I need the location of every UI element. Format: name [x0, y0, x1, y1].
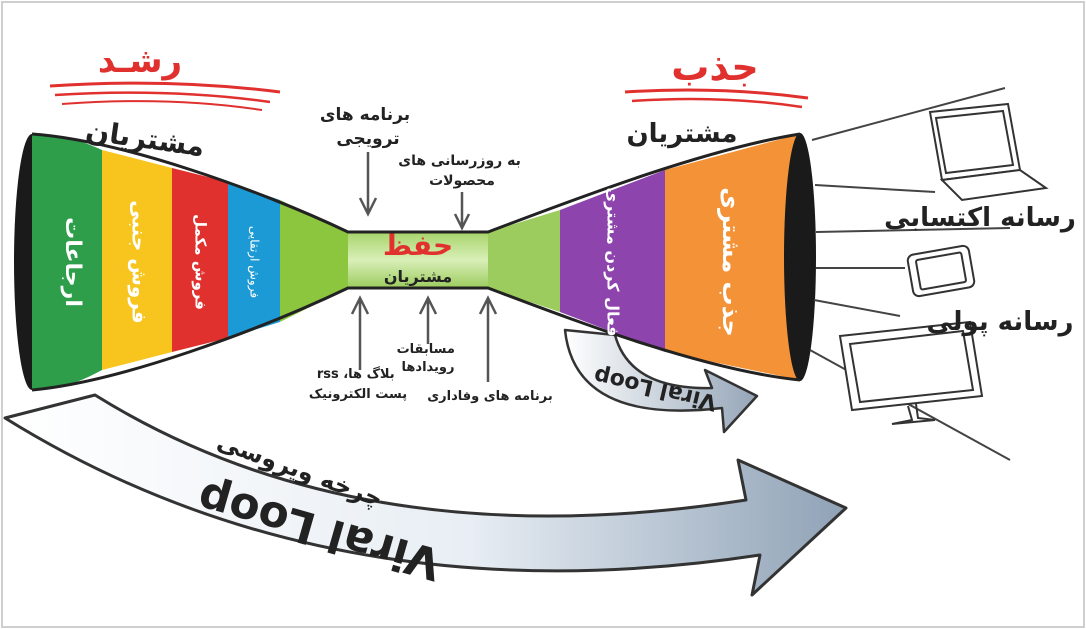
top-annotation-promotions-line2: ترویجی — [336, 129, 399, 149]
arrow-up-icon — [478, 295, 498, 382]
top-annotation-promotions-line1: برنامه های — [320, 105, 410, 125]
funnel-band-cross-sell — [102, 150, 172, 370]
bottom-annotation-blogs: rss ،بلاگ ها پست الکترونیک — [309, 365, 407, 402]
media-lines — [809, 87, 1011, 461]
earned-media-label: رسانه اکتسابی — [884, 203, 1076, 233]
band-label-acquisition: جذب مشتری — [717, 187, 745, 337]
small-viral-loop-arrow — [563, 328, 759, 434]
band-label-complementary-sale: فروش مکمل — [192, 214, 210, 310]
top-annotation-product-updates: به روزرسانی های محصولات — [398, 153, 526, 189]
right-funnel-mouth — [784, 133, 816, 381]
tablet-icon — [906, 244, 976, 298]
monitor-icon — [838, 320, 984, 425]
right-heading-underline — [624, 88, 809, 100]
funnel-band-transition-right — [488, 210, 560, 312]
arrow-down-icon — [358, 152, 378, 217]
right-heading: جذب — [671, 45, 759, 89]
band-label-cross-sell: فروش جنبی — [128, 200, 152, 324]
right-subheading: مشتریان — [626, 119, 737, 149]
left-heading-underline — [49, 81, 281, 94]
arrow-up-icon — [350, 295, 370, 370]
center-subheading: مشتریان — [384, 267, 452, 286]
funnel-band-transition-left — [280, 200, 348, 322]
arrow-down-icon — [453, 192, 471, 231]
arrow-up-icon — [418, 295, 438, 344]
laptop-icon — [928, 102, 1049, 202]
funnel-band-upsell — [228, 182, 280, 338]
funnel-band-activation — [560, 170, 665, 352]
top-annotation-promotions: برنامه های ترویجی — [320, 105, 416, 149]
center-heading: حفظ — [383, 229, 453, 262]
big-viral-loop-arrow — [3, 393, 848, 597]
left-heading: رشـد — [98, 41, 182, 81]
funnel-neck — [348, 232, 488, 288]
bottom-annotation-loyalty: برنامه های وفاداری — [427, 389, 553, 404]
funnel-band-acquisition — [665, 134, 800, 380]
funnel-band-complementary-sale — [172, 168, 228, 352]
band-label-upsell: فروش ارتقایی — [247, 226, 262, 298]
funnel — [14, 132, 816, 392]
band-label-referrals: ارجاعات — [60, 217, 85, 307]
bottom-annotation-contests: مسابقات رویدادها — [397, 342, 460, 375]
funnel-band-referrals — [32, 134, 102, 390]
band-label-activation: فعال کردن مشتری — [604, 188, 623, 337]
paid-media-label: رسانه پولی — [926, 307, 1073, 337]
